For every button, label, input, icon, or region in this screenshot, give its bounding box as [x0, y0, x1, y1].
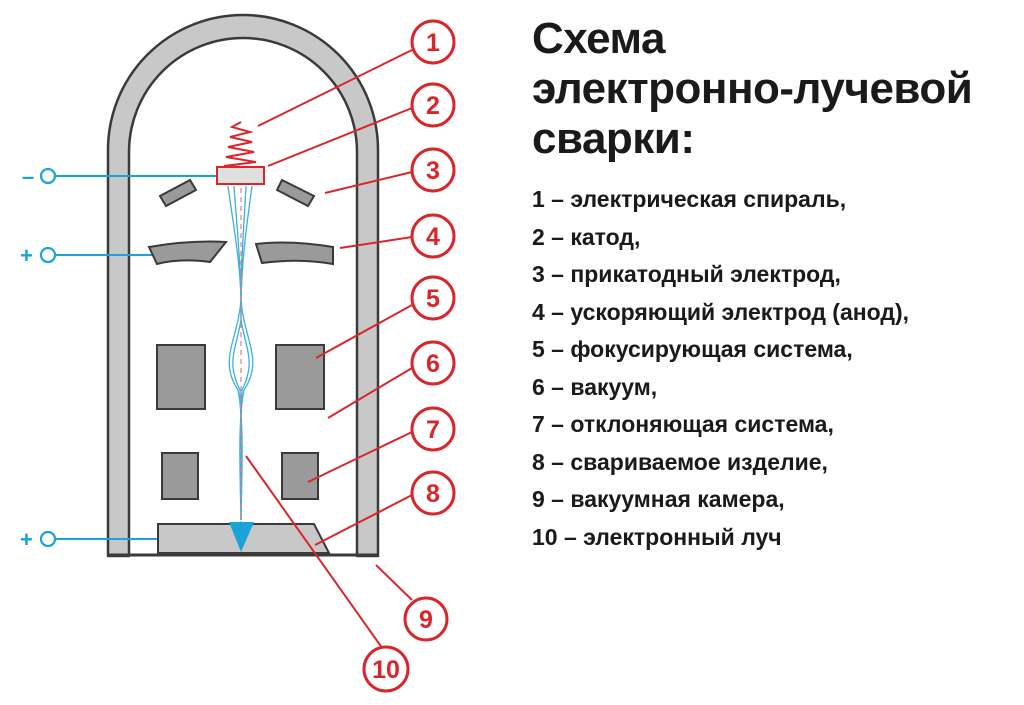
deflecting-system: [161, 452, 319, 500]
terminals: – + +: [20, 164, 57, 552]
legend-item: 5 – фокусирующая система,: [532, 336, 853, 362]
filament-spiral: [223, 121, 259, 169]
wires: [56, 175, 238, 540]
electron-beam: [227, 185, 254, 521]
callout-4: 4: [410, 213, 456, 259]
terminal-sign-plus: +: [20, 527, 33, 552]
legend-item: 3 – прикатодный электрод,: [532, 261, 841, 287]
terminal-sign-plus: +: [20, 243, 33, 268]
legend-item: 2 – катод,: [532, 223, 641, 250]
svg-text:1: 1: [426, 29, 440, 57]
callout-3: 3: [410, 147, 456, 193]
legend-item: 7 – отклоняющая система,: [532, 411, 834, 437]
terminal-sign-minus: –: [22, 164, 34, 189]
anode-terminal: [39, 246, 57, 264]
svg-text:2: 2: [426, 92, 440, 120]
anode: [147, 240, 334, 266]
svg-text:5: 5: [426, 285, 440, 313]
callout-2: 2: [410, 82, 456, 128]
leader-lines: [245, 49, 413, 653]
legend-item: 8 – свариваемое изделие,: [532, 448, 828, 475]
legend-list: 1 – электрическая спираль, 2 – катод, 3 …: [532, 181, 909, 556]
svg-text:7: 7: [426, 416, 440, 444]
svg-text:6: 6: [426, 350, 440, 378]
title-line: сварки:: [532, 114, 695, 163]
legend-item: 1 – электрическая спираль,: [532, 186, 847, 212]
legend-item: 9 – вакуумная камера,: [532, 486, 785, 512]
weld-pool: [229, 522, 254, 552]
cathode: [216, 166, 265, 185]
title-line: Схема: [532, 14, 665, 63]
callout-5: 5: [410, 275, 456, 321]
svg-text:10: 10: [372, 656, 400, 684]
vacuum-chamber: [106, 13, 380, 558]
callout-6: 6: [410, 340, 456, 386]
focusing-system: [156, 344, 325, 410]
cathode-terminal: [39, 167, 57, 185]
near-cathode-electrode: [158, 178, 316, 208]
svg-text:4: 4: [426, 223, 440, 251]
diagram-title: Схема электронно-лучевой сварки:: [532, 14, 973, 164]
legend-item: 4 – ускоряющий электрод (анод),: [532, 298, 910, 325]
callout-9: 9: [403, 596, 449, 642]
title-line: электронно-лучевой: [532, 64, 973, 113]
svg-text:9: 9: [419, 606, 433, 634]
callout-7: 7: [410, 406, 456, 452]
svg-text:3: 3: [426, 157, 440, 185]
legend-item: 10 – электронный луч: [532, 523, 782, 550]
legend-item: 6 – вакуум,: [532, 373, 658, 400]
callout-8: 8: [410, 470, 456, 516]
callouts: 1 2 3 4 5 6 7 8: [362, 19, 456, 693]
callout-10: 10: [362, 645, 410, 693]
svg-text:8: 8: [426, 480, 440, 508]
callout-1: 1: [410, 19, 456, 65]
workpiece-terminal: [39, 530, 57, 548]
